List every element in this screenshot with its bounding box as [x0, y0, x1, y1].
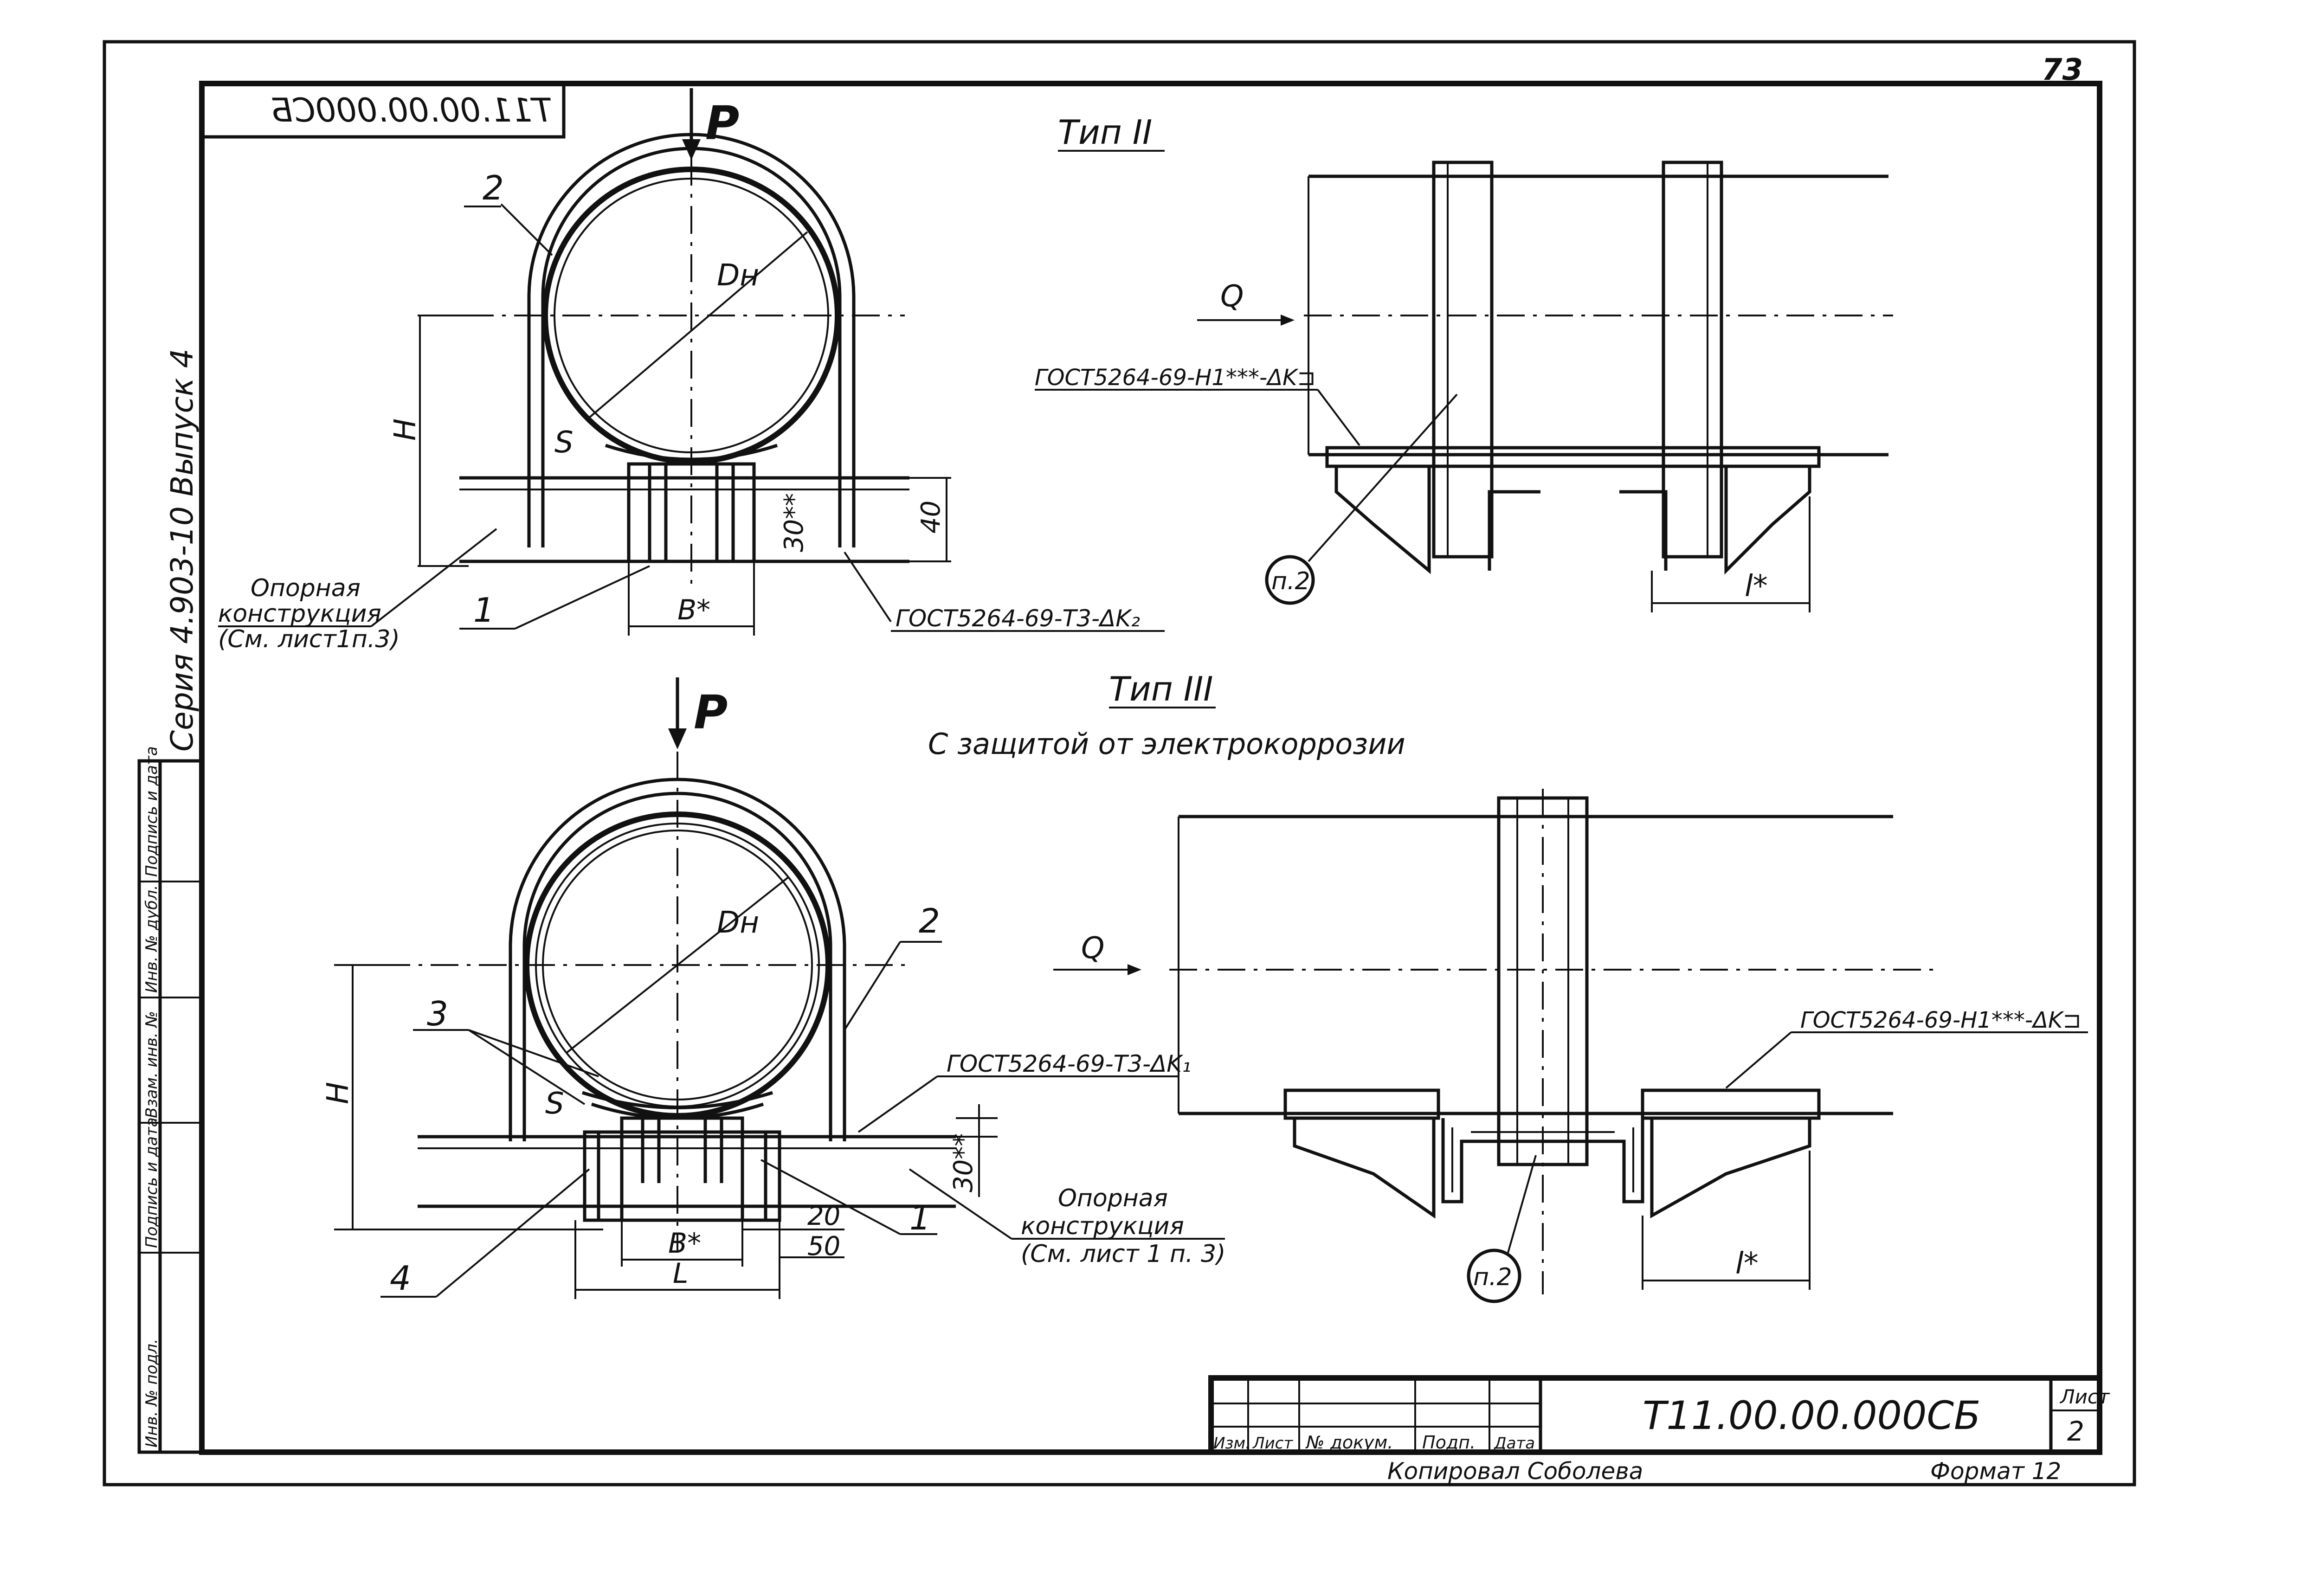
type3-support-line1: Опорная — [1058, 1184, 1168, 1212]
type2-title: Тип II — [1058, 113, 1152, 152]
type2-dim-40: 40 — [916, 501, 946, 534]
type2-side-view: Q ГОСТ5264-69-Н1***-ΔK⊐ п.2 l* — [1035, 161, 1893, 612]
title-header-list: Лист — [1252, 1434, 1293, 1453]
type2-load-label: P — [705, 96, 739, 150]
type2-section: P Dн S H 30** 40 — [218, 88, 1165, 653]
type2-section-weld: ГОСТ5264-69-Т3-ΔK₂ — [896, 605, 1140, 632]
type3-dim-b: B* — [668, 1227, 701, 1260]
type3-title: Тип III — [1109, 669, 1213, 708]
title-designation: Т11.00.00.000СБ — [1643, 1393, 1981, 1438]
type2-diameter-label: Dн — [717, 258, 759, 293]
type3-section-weld: ГОСТ5264-69-Т3-ΔK₁ — [947, 1050, 1191, 1077]
type3-part-1: 1 — [909, 1198, 931, 1237]
title-header-docnum: № докум. — [1305, 1432, 1393, 1453]
title-sheet-label: Лист — [2059, 1385, 2110, 1408]
type2-part-1: 1 — [473, 591, 495, 630]
type3-side-dim-l: l* — [1735, 1247, 1759, 1281]
type3-dim-30: 30** — [948, 1133, 979, 1192]
type3-support-line3: (См. лист 1 п. 3) — [1021, 1240, 1225, 1268]
title-copied: Копировал Соболева — [1387, 1458, 1643, 1485]
side-stamp: Инв. № подл. Подпись и дата Взам. инв. №… — [137, 746, 204, 1454]
outer-frame — [103, 40, 2136, 1487]
side-stamp-cell-2: Подпись и дата — [142, 1117, 161, 1248]
type3-dim-20: 20 — [807, 1201, 840, 1231]
title-header-sign: Подп. — [1422, 1432, 1476, 1453]
title-header-izm: Изм. — [1213, 1434, 1250, 1453]
title-block: Изм. Лист № докум. Подп. Дата Т11.00.00.… — [1208, 1375, 2110, 1485]
type2-support-line2: конструкция — [218, 600, 381, 628]
type2-height-label: H — [388, 418, 423, 441]
type3-dim-l: L — [673, 1257, 688, 1290]
type2-side-dim-l: l* — [1745, 569, 1768, 604]
type2-dim-b: B* — [677, 594, 710, 626]
type3-diameter-label: Dн — [717, 906, 759, 940]
type2-support-line1: Опорная — [251, 574, 361, 602]
type2-side-weld: ГОСТ5264-69-Н1***-ΔK⊐ — [1035, 365, 1316, 391]
type3-part-4: 4 — [390, 1259, 411, 1298]
type2-support-line3: (См. лист1п.3) — [218, 625, 400, 653]
type2-side-flow: Q — [1220, 279, 1244, 314]
type2-part-2: 2 — [483, 168, 504, 207]
title-header-date: Дата — [1493, 1434, 1535, 1453]
side-caption: Серия 4.903-10 Выпуск 4 — [164, 348, 200, 752]
type3-section: P Dн S H 30** — [321, 677, 1225, 1299]
type3-side-view: Q ГОСТ5264-69-Н1***-ΔK⊐ п.2 l* — [1053, 789, 2088, 1303]
type3-dim-50: 50 — [807, 1231, 840, 1261]
type3-subtitle: С защитой от электрокоррозии — [928, 727, 1405, 761]
side-stamp-cell-4: Инв. № дубл. — [142, 885, 161, 993]
type2-thickness-label: S — [554, 425, 574, 460]
title-sheet-number: 2 — [2067, 1416, 2084, 1447]
side-stamp-cell-5: Подпись и дата — [142, 746, 161, 877]
type3-side-weld: ГОСТ5264-69-Н1***-ΔK⊐ — [1800, 1007, 2082, 1033]
mirrored-stamp-box — [200, 82, 566, 139]
type3-side-flow: Q — [1081, 931, 1104, 965]
mirrored-stamp-code: Т11.00.00.000СБ — [271, 91, 552, 129]
side-stamp-cell-1: Инв. № подл. — [142, 1339, 161, 1448]
title-format: Формат 12 — [1930, 1458, 2061, 1485]
type3-side-note-ref: п.2 — [1473, 1263, 1512, 1291]
type3-part-2: 2 — [919, 901, 940, 940]
type3-part-3: 3 — [427, 994, 448, 1033]
type3-height-label: H — [321, 1082, 355, 1104]
type3-thickness-label: S — [545, 1087, 564, 1121]
type2-side-note-ref: п.2 — [1271, 567, 1310, 595]
type2-dim-30: 30** — [779, 493, 809, 552]
type3-support-line2: конструкция — [1021, 1212, 1184, 1240]
type3-load-label: P — [694, 685, 728, 740]
page-number: 73 — [2042, 53, 2083, 87]
side-stamp-cell-3: Взам. инв. № — [142, 1011, 161, 1118]
